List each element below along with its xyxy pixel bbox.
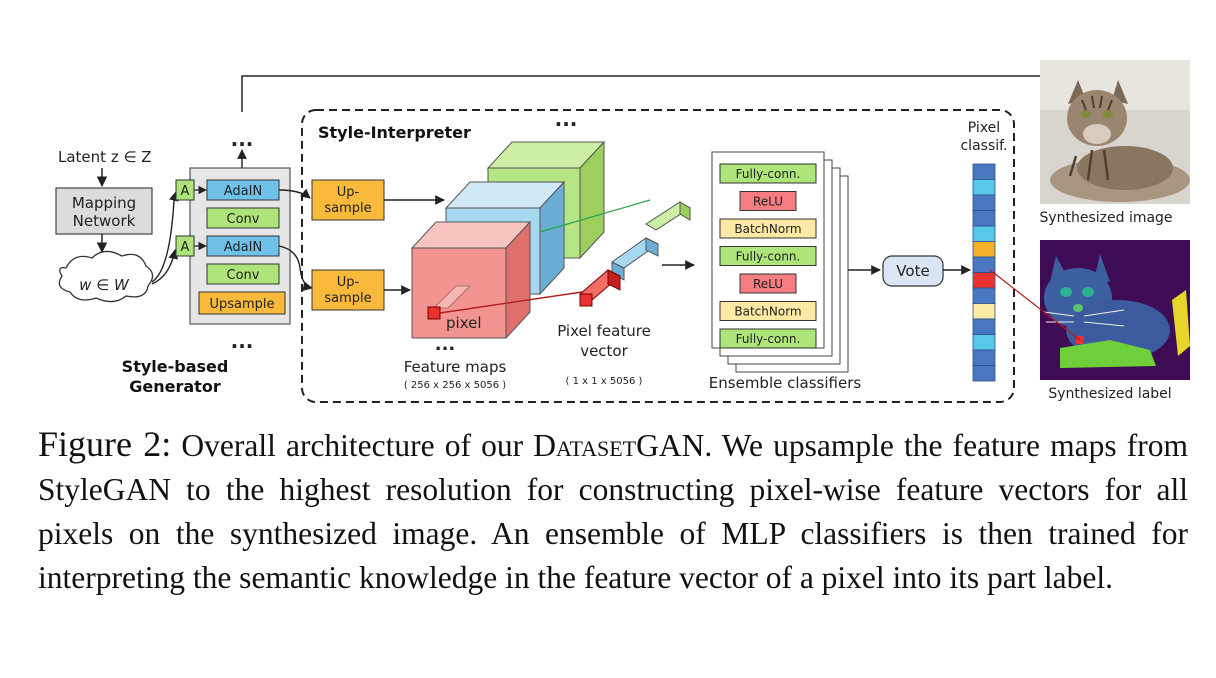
mapping-network-box: [55, 187, 153, 235]
feature-maps-dims: ( 256 x 256 x 5056 ): [404, 380, 506, 391]
classif-cell: [972, 287, 996, 304]
upsample-box-label: sample: [324, 291, 371, 306]
classifier-layer-box: [719, 246, 817, 266]
mapping-network-label: Mapping: [72, 194, 136, 212]
classifier-layer-box: [719, 301, 817, 321]
classifier-layer-label: ReLU: [753, 195, 783, 209]
feature-vector-segment-green: [645, 201, 691, 231]
pixel-feature-label: vector: [580, 342, 628, 360]
pixel-classif-label: classif.: [960, 138, 1007, 154]
classifier-layers: Fully-conn.ReLUBatchNormFully-conn.ReLUB…: [719, 163, 817, 349]
classifier-layer-box: [739, 273, 797, 294]
classifier-layer-box: [719, 328, 817, 349]
classifier-layer-label: BatchNorm: [734, 222, 801, 236]
synthesized-label-label: Synthesized label: [1048, 386, 1171, 402]
classif-cell: [972, 163, 996, 180]
upsample-box-label: Up-: [337, 185, 360, 200]
adain-label: AdaIN: [224, 240, 262, 255]
conv-block: [206, 263, 280, 285]
classif-cell: [972, 303, 996, 320]
generator-title: Style-based: [122, 357, 229, 376]
classifier-layer-label: BatchNorm: [734, 305, 801, 319]
ensemble-label: Ensemble classifiers: [709, 374, 862, 392]
method-name: DatasetGAN: [533, 428, 705, 463]
generator-top-dots: ...: [231, 127, 254, 151]
feature-vector-segment-red: [579, 269, 621, 307]
classifier-layer-box: [719, 218, 817, 239]
feature-maps-label: Feature maps: [404, 358, 507, 376]
architecture-diagram: Latent z ∈ Z Mapping Network w ∈ W ... .…: [55, 60, 1190, 403]
classifier-layer-box: [719, 163, 817, 184]
caption-text: Overall architecture of our: [181, 428, 524, 463]
w-label: w ∈ W: [79, 276, 130, 294]
pixel-marker: [427, 306, 441, 320]
classif-cell: [972, 179, 996, 196]
upsample-block: [198, 291, 286, 315]
a-label: A: [181, 184, 190, 199]
upsample-label: Upsample: [209, 297, 274, 312]
classif-cell: [972, 194, 996, 211]
pixel-classif-label: Pixel: [968, 120, 1000, 136]
feature-maps-bottom-dots: ...: [435, 334, 456, 355]
conv-block: [206, 207, 280, 229]
pixel-feature-label: Pixel feature: [557, 322, 651, 340]
mapping-network-label: Network: [73, 212, 136, 230]
a-label: A: [181, 240, 190, 255]
generator-bottom-dots: ...: [231, 329, 254, 353]
upsample-box-label: sample: [324, 201, 371, 216]
w-cloud-icon: [58, 250, 154, 303]
synthesized-label-image: [1040, 240, 1190, 380]
classifier-layer-label: Fully-conn.: [736, 250, 801, 264]
feature-map-cube-red: [410, 220, 532, 340]
classif-cell: [972, 241, 996, 258]
style-interpreter-box: [301, 109, 1015, 403]
classif-cell: [972, 349, 996, 366]
pixel-feature-dims: ( 1 x 1 x 5056 ): [566, 376, 643, 387]
classif-cell: [972, 334, 996, 351]
feature-maps-top-dots: ...: [555, 107, 578, 131]
pixel-classification-bar: [972, 163, 996, 382]
conv-label: Conv: [227, 212, 260, 227]
classif-cell: [972, 365, 996, 382]
generator-title: Generator: [129, 377, 221, 396]
upsample-box-label: Up-: [337, 275, 360, 290]
style-interpreter-title: Style-Interpreter: [318, 123, 471, 142]
figure-label: Figure 2:: [38, 424, 172, 464]
classif-cell: [972, 318, 996, 335]
figure-caption: Figure 2: Overall architecture of our Da…: [38, 422, 1188, 600]
classif-cell: [972, 210, 996, 227]
feature-vector-segment-blue: [611, 237, 659, 281]
synthesized-cat-image: [1040, 60, 1190, 204]
latent-label: Latent z ∈ Z: [58, 148, 152, 166]
upsample-box: [311, 179, 385, 221]
vote-label: Vote: [896, 262, 929, 280]
classifier-layer-label: ReLU: [753, 277, 783, 291]
conv-label: Conv: [227, 268, 260, 283]
classif-cell: [972, 225, 996, 242]
classifier-layer-box: [739, 191, 797, 211]
pixel-label: pixel: [446, 314, 482, 332]
adain-label: AdaIN: [224, 184, 262, 199]
classif-cell: [972, 272, 996, 289]
caption-text: . We upsample the feature maps from Styl…: [38, 428, 1189, 595]
classifier-layer-label: Fully-conn.: [736, 332, 801, 346]
vote-box: [882, 255, 944, 287]
upsample-box: [311, 269, 385, 311]
classif-cell: [972, 256, 996, 273]
synthesized-image-label: Synthesized image: [1039, 210, 1172, 226]
classifier-layer-label: Fully-conn.: [736, 167, 801, 181]
output-connector-line: [241, 75, 1040, 112]
